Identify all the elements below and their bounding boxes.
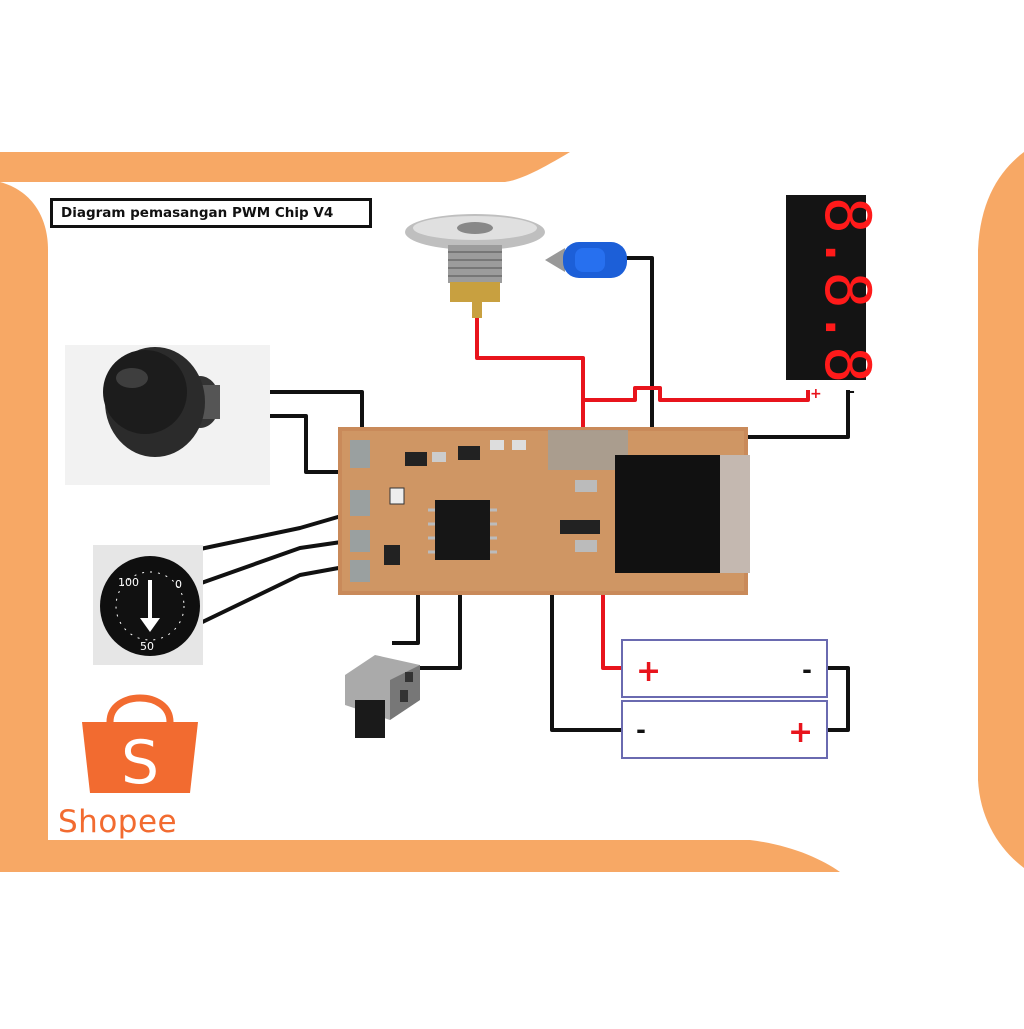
voltage-display: 8.8.8 + - (786, 195, 884, 402)
battery-bottom: - + (621, 700, 828, 759)
pwm-chip-board (338, 427, 750, 595)
battery-top-left-sign: + (636, 654, 661, 689)
ic-chip (435, 500, 490, 560)
display-minus-label: - (849, 384, 855, 400)
battery-bottom-left-sign: - (636, 716, 646, 744)
spade-terminal (545, 242, 627, 278)
pot-scale-right: 0 (175, 578, 182, 591)
510-connector (405, 214, 545, 318)
shopee-bag-letter: S (121, 728, 159, 798)
potentiometer-knob: 100 0 50 (93, 545, 203, 665)
positive-wires (475, 318, 810, 670)
orange-frame (0, 152, 1024, 872)
mosfet (615, 455, 725, 573)
shopee-wordmark: Shopee (58, 804, 178, 840)
display-plus-label: + (810, 386, 822, 402)
pot-scale-bottom: 50 (140, 640, 154, 653)
battery-top: + - (621, 639, 828, 698)
pot-scale-top: 100 (118, 576, 139, 589)
shopee-bag-icon: S (82, 694, 198, 798)
fire-button (65, 345, 270, 485)
battery-bottom-right-sign: + (788, 715, 813, 750)
display-readout: 8.8.8 (811, 197, 884, 384)
slide-switch (345, 655, 420, 738)
diagram-title: Diagram pemasangan PWM Chip V4 (50, 198, 372, 228)
battery-top-right-sign: - (802, 656, 812, 684)
